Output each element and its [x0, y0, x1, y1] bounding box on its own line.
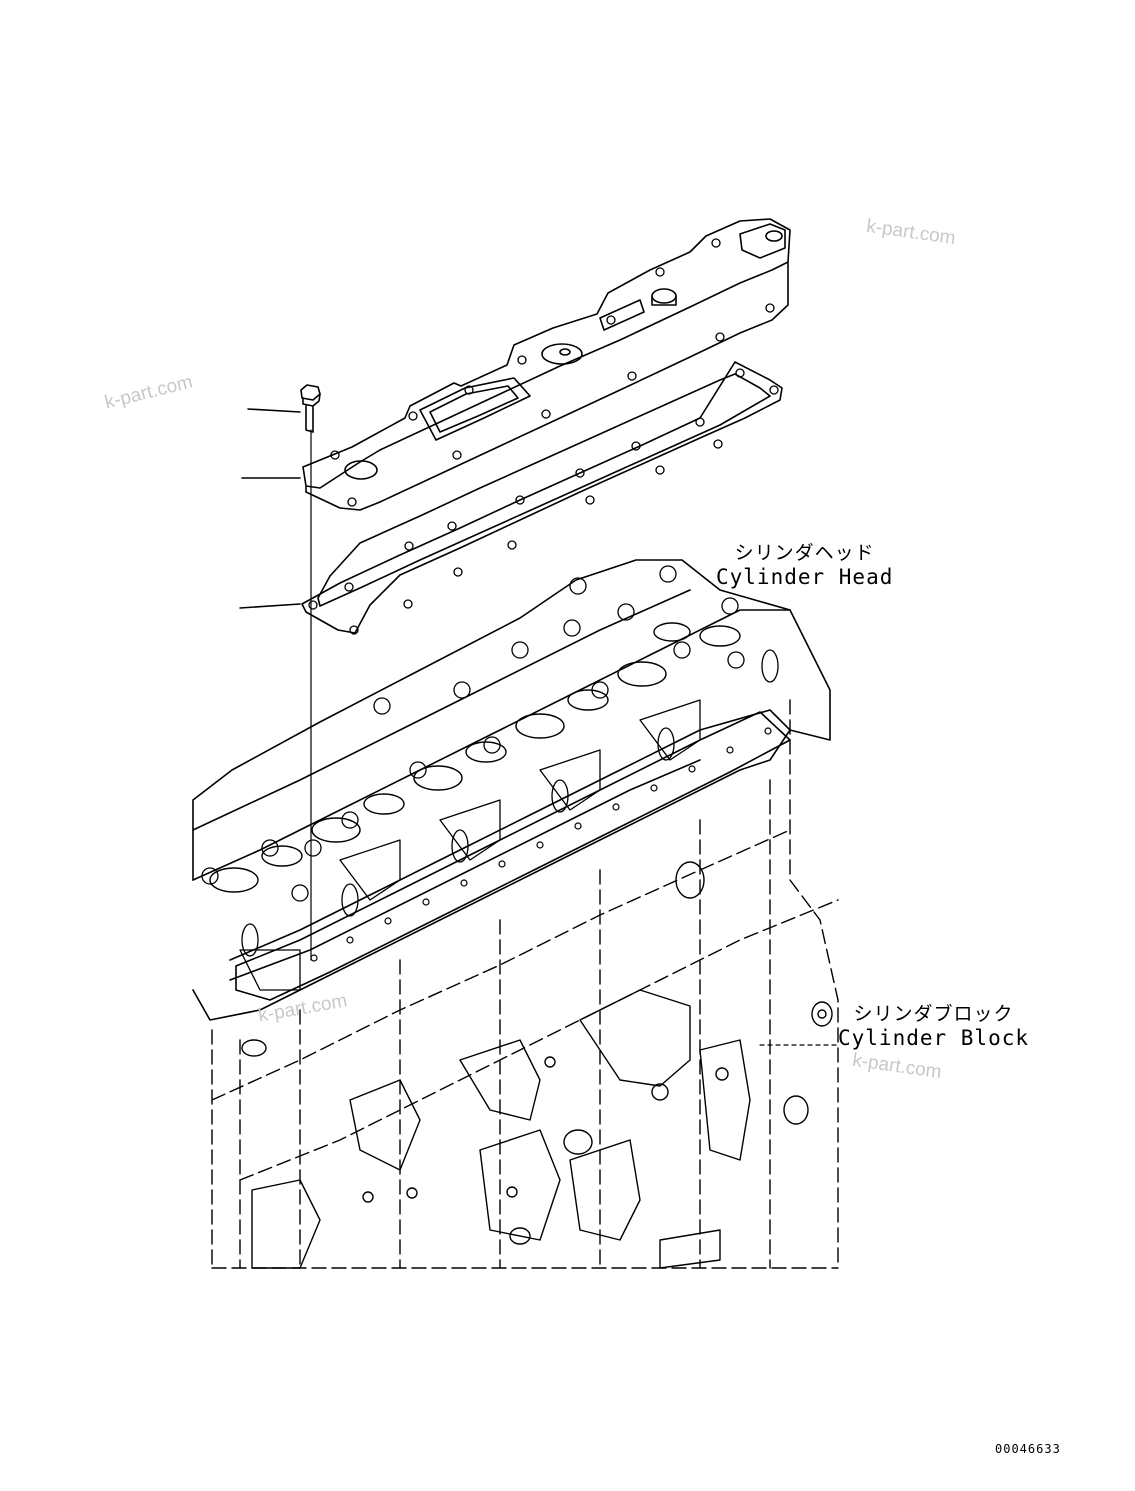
- figure-number: 00046633: [995, 1442, 1061, 1456]
- cylinder-block-label-en: Cylinder Block: [838, 1026, 1030, 1050]
- cylinder-head-label: シリンダヘッド Cylinder Head: [716, 538, 893, 589]
- gasket: [301, 361, 783, 635]
- cylinder-head-label-jp: シリンダヘッド: [734, 542, 875, 564]
- cylinder-head-bolts: [201, 565, 745, 902]
- cylinder-head: [192, 559, 831, 1021]
- cylinder-block: [211, 699, 839, 1269]
- cylinder-head-label-en: Cylinder Head: [716, 565, 894, 589]
- bolt: [300, 384, 321, 433]
- valve-cover-bolt-holes: [330, 238, 775, 507]
- valve-cover: [302, 218, 791, 511]
- cylinder-head-valve-ports: [209, 622, 741, 893]
- cylinder-block-label: シリンダブロック Cylinder Block: [838, 999, 1029, 1050]
- head-flange: [235, 711, 791, 1001]
- leader-lines: [239, 408, 312, 961]
- cylinder-block-label-jp: シリンダブロック: [853, 1003, 1014, 1025]
- gasket-bolt-holes: [308, 368, 779, 635]
- cylinder-block-details: [241, 861, 833, 1269]
